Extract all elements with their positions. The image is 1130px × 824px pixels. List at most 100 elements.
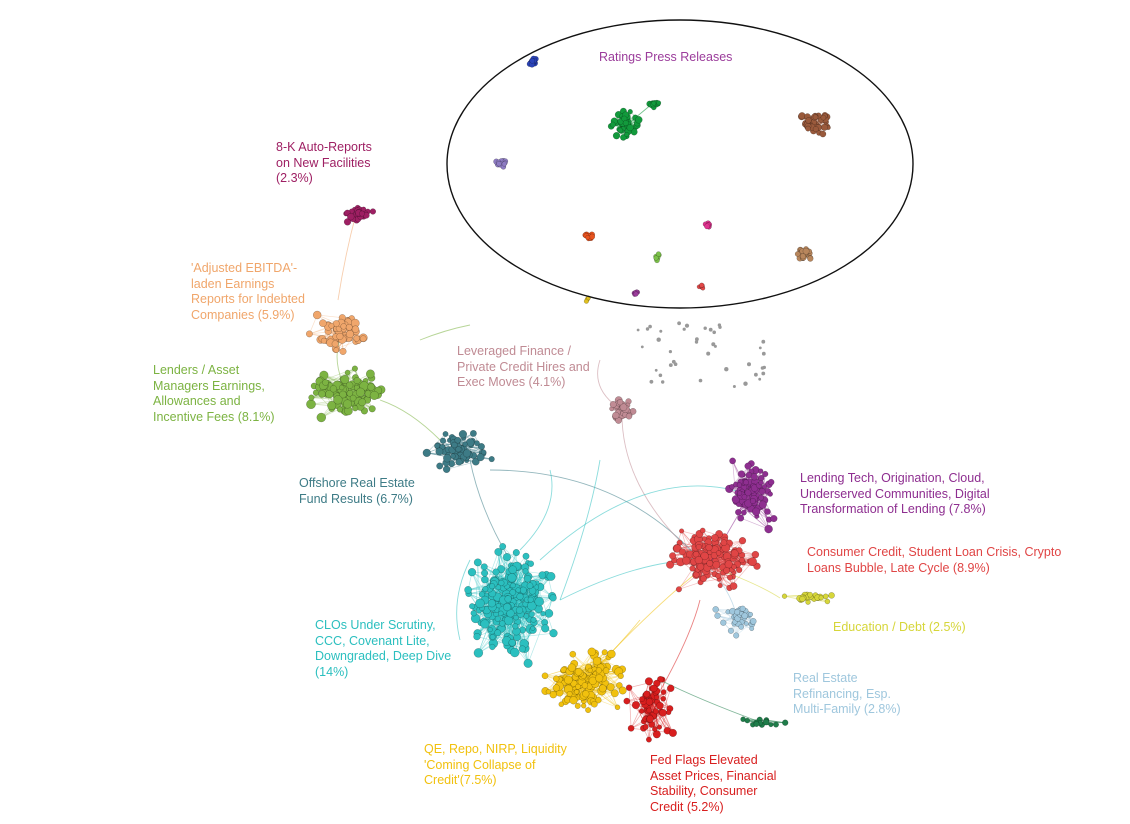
ratings-ellipse: [446, 19, 914, 309]
network-node: [669, 552, 677, 560]
network-edge: [740, 517, 769, 530]
network-node: [659, 708, 667, 717]
network-node: [743, 381, 748, 386]
network-node: [439, 437, 447, 444]
network-node: [704, 223, 711, 230]
network-node: [527, 560, 535, 567]
network-node: [737, 514, 745, 522]
network-node: [705, 544, 713, 552]
network-node: [450, 453, 456, 459]
network-node: [694, 340, 699, 344]
network-node: [502, 553, 512, 562]
network-edge: [626, 694, 646, 702]
network-node: [359, 210, 365, 217]
network-node: [487, 627, 493, 633]
network-node: [494, 547, 503, 556]
network-node: [731, 495, 740, 504]
network-node: [338, 384, 345, 391]
network-edge: [536, 582, 554, 634]
network-node: [359, 335, 367, 343]
network-edge: [766, 719, 786, 724]
network-node: [322, 379, 329, 386]
network-node: [693, 571, 700, 578]
network-node: [455, 458, 463, 466]
network-node: [760, 366, 765, 370]
network-node: [510, 582, 516, 589]
network-node: [591, 700, 598, 708]
network-edge: [716, 540, 743, 566]
network-edge: [527, 597, 554, 664]
network-node: [754, 372, 758, 377]
network-edge: [649, 701, 668, 731]
network-node: [598, 684, 607, 693]
network-node: [358, 398, 367, 407]
network-node: [473, 632, 481, 641]
network-node: [465, 438, 475, 447]
network-node: [369, 390, 379, 400]
network-node: [480, 449, 487, 456]
network-node: [712, 330, 716, 335]
network-edge: [762, 504, 769, 530]
network-node: [582, 690, 590, 698]
network-edge: [733, 564, 738, 587]
network-node: [308, 394, 315, 401]
network-node: [733, 632, 740, 639]
network-node: [455, 446, 462, 453]
network-node: [473, 440, 480, 447]
network-node: [573, 689, 580, 695]
network-node: [435, 447, 444, 456]
network-node: [720, 539, 728, 547]
network-node: [689, 565, 696, 572]
network-edge: [732, 460, 737, 502]
network-node: [736, 482, 743, 488]
network-node: [720, 619, 727, 626]
network-node: [741, 612, 749, 620]
network-nodes: [305, 55, 835, 743]
network-node: [764, 524, 773, 534]
network-node: [367, 383, 375, 391]
network-node: [625, 413, 633, 420]
network-edge: [659, 679, 761, 723]
network-node: [481, 575, 489, 584]
network-node: [499, 543, 507, 550]
network-node: [552, 684, 560, 692]
network-node: [651, 100, 657, 106]
network-node: [587, 667, 593, 673]
network-node: [617, 399, 624, 406]
network-node: [478, 591, 486, 598]
network-node: [583, 298, 589, 304]
network-node: [513, 614, 519, 621]
network-node: [464, 586, 472, 594]
network-node: [737, 470, 746, 478]
network-node: [506, 609, 515, 618]
network-node: [592, 656, 602, 666]
network-node: [758, 494, 765, 501]
network-edge: [621, 409, 701, 561]
network-node: [758, 479, 764, 486]
network-edge: [755, 499, 770, 520]
network-node: [333, 347, 340, 353]
network-node: [482, 585, 489, 592]
network-node: [305, 330, 313, 338]
network-node: [523, 574, 532, 583]
network-node: [345, 381, 354, 390]
network-edge: [630, 720, 650, 729]
network-node: [606, 683, 615, 692]
network-node: [717, 323, 722, 327]
network-node: [794, 251, 801, 257]
network-node: [744, 489, 752, 497]
network-node: [574, 667, 583, 676]
network-node: [530, 616, 537, 623]
network-node: [820, 114, 827, 121]
network-node: [545, 689, 552, 695]
network-edge: [497, 613, 544, 634]
network-node: [758, 488, 766, 495]
network-node: [648, 324, 652, 329]
network-node: [587, 647, 597, 657]
network-node: [724, 367, 729, 372]
network-node: [717, 583, 723, 589]
network-node: [645, 736, 652, 743]
network-node: [331, 340, 339, 348]
network-node: [734, 609, 741, 616]
